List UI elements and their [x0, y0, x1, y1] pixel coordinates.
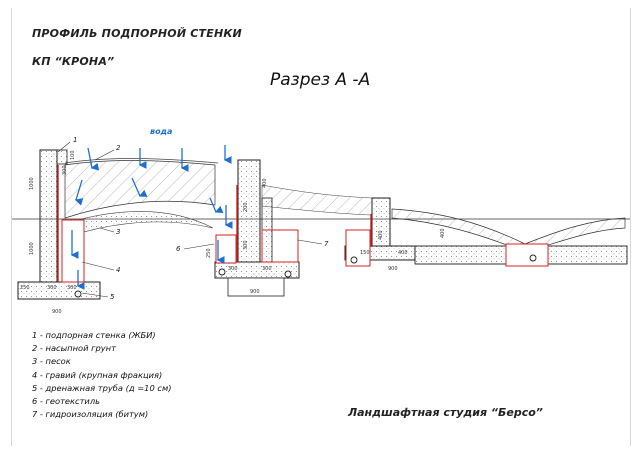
dim-wall2-gravel: 250 [206, 248, 212, 258]
callout-7: 7 [324, 240, 329, 248]
dim-wall2-base-b: 300 [262, 266, 272, 272]
dim-wall2-base-a: 300 [228, 266, 238, 272]
dim-wall1-top-a: 300 [62, 165, 68, 175]
fill-soil-upper [64, 160, 216, 219]
dim-wall3-height: 400 [378, 230, 384, 240]
callout-3: 3 [116, 228, 120, 236]
retaining-wall-1 [17, 149, 101, 300]
sand-layer [69, 211, 214, 237]
legend-item-4: 4 - гравий (крупная фракция) [32, 369, 163, 380]
dim-base1-c: 300 [67, 285, 77, 291]
legend: 1 - подпорная стенка (ЖБИ) 2 - насыпной … [32, 329, 171, 421]
legend-item-5: 5 - дренажная труба (д =10 см) [32, 382, 172, 393]
legend-item-3: 3 - песок [32, 356, 71, 367]
dim-wall1-lower: 1000 [29, 242, 35, 255]
drawing-subtitle: КП “КРОНА” [32, 55, 115, 68]
dim-wall2-top: 300 [243, 240, 249, 250]
fill-soil-middle [261, 184, 373, 216]
dim-wall3-base-a: 150 [360, 250, 370, 256]
dim-base1-width: 900 [52, 309, 62, 315]
legend-item-1: 1 - подпорная стенка (ЖБИ) [32, 330, 156, 340]
dim-wall3-base-b: 400 [398, 250, 408, 256]
dim-right-height: 400 [440, 228, 446, 238]
dim-wall3-base-width: 900 [388, 266, 398, 272]
callout-2: 2 [116, 144, 121, 152]
callout-6: 6 [176, 245, 181, 253]
right-base-slab [414, 243, 628, 267]
callout-4: 4 [116, 266, 120, 274]
water-flow-arrows [70, 145, 233, 290]
legend-item-2: 2 - насыпной грунт [32, 343, 116, 354]
section-title: Разрез А -А [270, 70, 371, 90]
fill-soil-right [391, 208, 626, 253]
dim-wall1-top-b: 100 [70, 150, 76, 160]
retaining-wall-2 [214, 159, 300, 297]
water-label: вода [150, 127, 172, 136]
dim-wall2-thick: 200 [243, 202, 249, 212]
dim-wall2-base-width: 900 [250, 289, 260, 295]
drawing-title: ПРОФИЛЬ ПОДПОРНОЙ СТЕНКИ [32, 27, 242, 40]
dim-base1-a: 250 [20, 285, 30, 291]
sheet-frame [11, 8, 631, 446]
retaining-wall-3 [344, 197, 416, 267]
dim-wall2-height: 400 [262, 178, 268, 188]
studio-name: Ландшафтная студия “Берсо” [348, 406, 543, 419]
dim-base1-b: 300 [47, 285, 57, 291]
dim-wall1-height: 1000 [29, 177, 35, 190]
callout-1: 1 [73, 136, 77, 144]
callout-5: 5 [110, 293, 115, 301]
legend-item-6: 6 - геотекстиль [32, 396, 101, 407]
legend-item-7: 7 - гидроизоляция (битум) [32, 409, 149, 420]
